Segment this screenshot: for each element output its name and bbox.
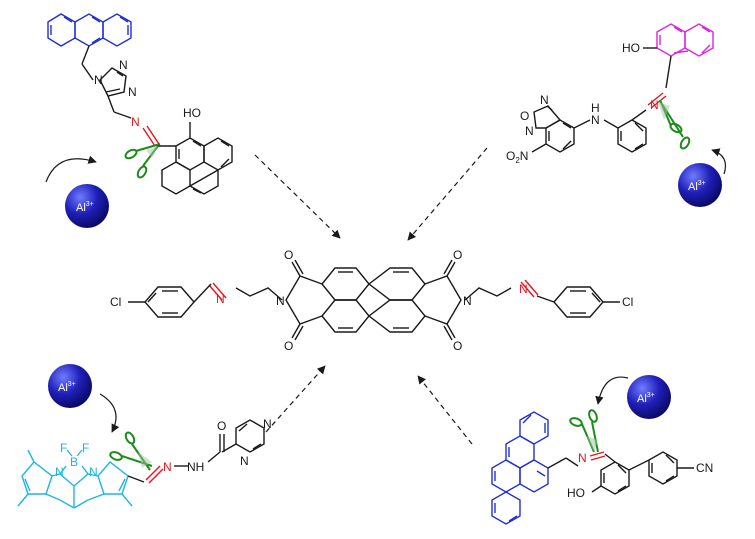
bottom-left-o: O xyxy=(217,419,226,433)
dashed-arrow-icon xyxy=(407,147,488,241)
top-left-ho: HO xyxy=(183,106,201,120)
bottom-right-imine-n: N xyxy=(578,451,587,465)
svg-text:Al3+: Al3+ xyxy=(58,381,76,394)
cleavage-marker xyxy=(138,452,152,468)
bottom-right-ho: HO xyxy=(567,486,585,500)
central-n-right: N xyxy=(463,294,472,308)
al-ion-ball-icon xyxy=(48,364,92,408)
right-imine-bond xyxy=(520,279,539,298)
cleavage-marker xyxy=(658,102,670,120)
pyrazine-amide xyxy=(174,419,265,467)
triazole-n3: N xyxy=(128,85,137,99)
dashed-arrows xyxy=(254,147,488,445)
triazole-n2: N xyxy=(119,58,128,72)
central-o-bottom-right: O xyxy=(453,339,462,353)
svg-text:Al3+: Al3+ xyxy=(76,201,94,214)
top-right-ho: HO xyxy=(622,41,640,55)
left-imine-n: N xyxy=(216,292,225,306)
al-ion-top-right: Al3+ xyxy=(678,148,727,207)
nbd-n-left: N xyxy=(525,124,534,138)
right-chlorophenyl-ring xyxy=(536,286,620,318)
cleavage-marker xyxy=(586,436,598,452)
al-ion-bottom-left: Al3+ xyxy=(48,364,120,433)
bottom-right-imine xyxy=(589,451,606,461)
naphthol-top-left xyxy=(157,122,233,195)
top-left-imine-n: N xyxy=(131,115,140,129)
anthracene-bottom-right xyxy=(491,411,549,525)
right-cl-label: Cl xyxy=(622,295,633,309)
bodipy-f-left: F xyxy=(60,441,67,455)
svg-text:Al3+: Al3+ xyxy=(637,392,655,405)
right-imine-n: N xyxy=(519,282,528,296)
bodipy-f-right: F xyxy=(82,441,89,455)
cleavage-marker xyxy=(146,146,158,158)
bottom-left-imine xyxy=(145,465,164,484)
al-ion-top-left: Al3+ xyxy=(45,155,109,228)
bottom-left-imine-n: N xyxy=(163,460,172,474)
al-ion-ball-icon xyxy=(678,163,722,207)
central-o-top-right: O xyxy=(453,248,462,262)
curved-arrow-icon xyxy=(99,393,120,433)
bottom-left-nh: NH xyxy=(187,460,204,474)
bodipy-n-left: N xyxy=(55,465,64,479)
benzoxadiazole-nbd xyxy=(531,105,591,153)
central-o-bottom-left: O xyxy=(284,339,293,353)
al-ion-ball-icon xyxy=(65,184,109,228)
left-chlorophenyl-ring xyxy=(128,283,212,318)
bodipy-bf-bonds xyxy=(66,449,83,457)
central-n-left: N xyxy=(276,294,285,308)
dashed-arrow-icon xyxy=(254,154,341,239)
nbd-n-top: N xyxy=(540,93,549,107)
dashed-arrow-icon xyxy=(417,375,473,445)
top-right-linker xyxy=(643,47,672,89)
top-right-imine xyxy=(647,92,667,109)
scissors-top-left-imine xyxy=(142,125,160,147)
bodipy-core xyxy=(17,449,133,509)
nitro-label: O2N xyxy=(506,149,528,165)
left-cl-label: Cl xyxy=(110,295,121,309)
curved-arrow-icon xyxy=(595,376,629,405)
naphthol-top-right xyxy=(656,23,714,57)
phenol-biphenyl-cn xyxy=(591,451,694,495)
anthracene-top-left xyxy=(47,13,132,47)
top-right-imine-n: N xyxy=(650,98,659,112)
pyrazine-n-top: N xyxy=(263,417,272,431)
aniline-ring-top-right xyxy=(603,109,647,153)
triazole-n1: N xyxy=(94,73,103,87)
curved-arrow-icon xyxy=(711,148,727,175)
bodipy-b: B xyxy=(70,455,78,469)
pyrazine-n-bottom: N xyxy=(240,454,249,468)
al-ion-bottom-right: Al3+ xyxy=(595,375,671,419)
top-right-nh-n: N xyxy=(591,113,600,127)
top-right-nh-h: H xyxy=(591,101,600,115)
triazole-linker xyxy=(81,45,132,119)
bodipy-n-right: N xyxy=(89,465,98,479)
bottom-right-cn: CN xyxy=(696,461,713,475)
bottom-left-linker xyxy=(127,475,145,483)
perylene-diimide-molecule xyxy=(235,259,512,341)
bottom-right-linker xyxy=(547,457,579,469)
central-o-top-left: O xyxy=(284,248,293,262)
nbd-o: O xyxy=(520,109,529,123)
curved-arrow-icon xyxy=(45,155,97,183)
svg-text:Al3+: Al3+ xyxy=(688,180,706,193)
al-ion-ball-icon xyxy=(627,375,671,419)
dashed-arrow-icon xyxy=(265,365,326,433)
left-imine-bond xyxy=(208,282,227,301)
